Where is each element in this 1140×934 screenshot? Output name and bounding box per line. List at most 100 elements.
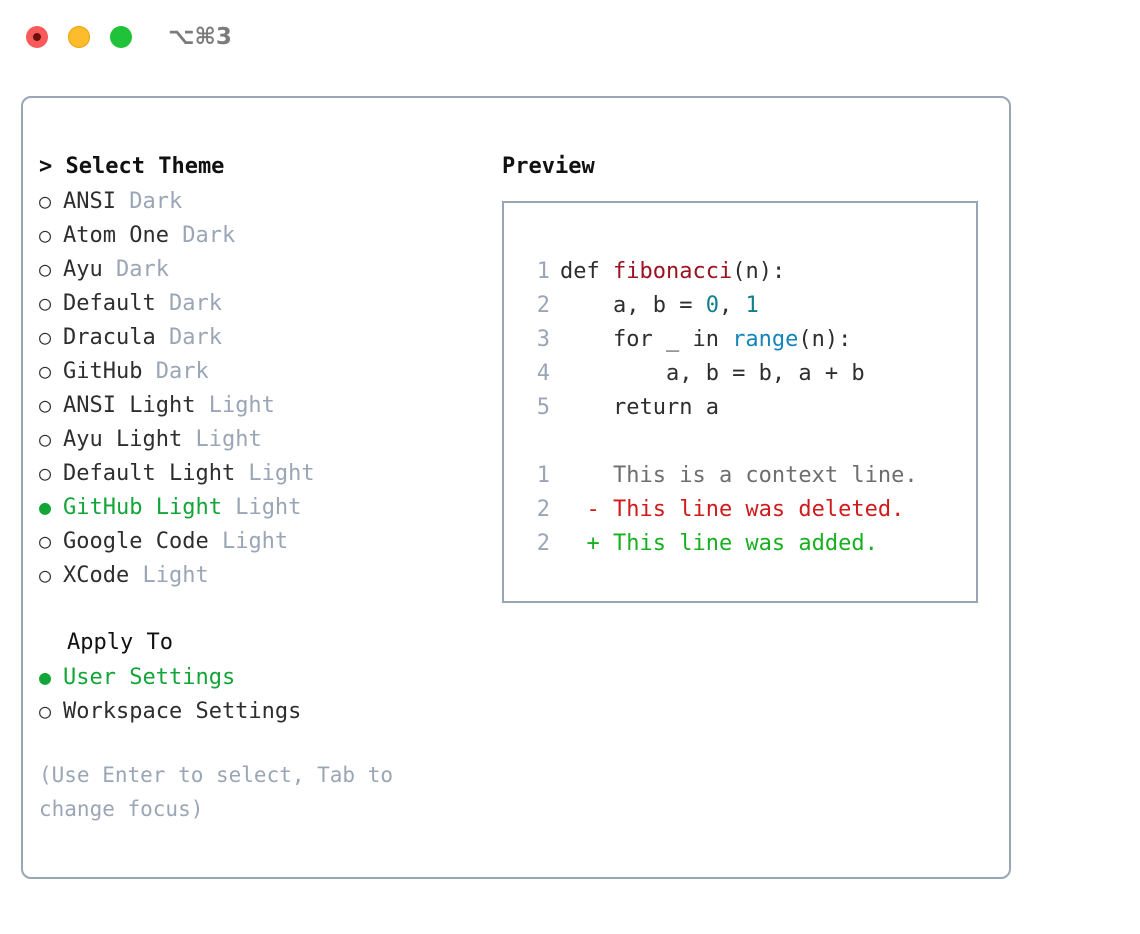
- theme-label: Google Code: [63, 529, 209, 554]
- zoom-button-icon[interactable]: [110, 26, 132, 48]
- apply-to-list[interactable]: ● User Settings ○ Workspace Settings: [39, 660, 479, 728]
- theme-mode-badge: Dark: [102, 257, 169, 282]
- section-spacer: [39, 592, 479, 626]
- radio-unselected-icon: ○: [39, 393, 52, 417]
- line-number: 2: [536, 531, 550, 556]
- diff-line: 1 This is a context line.: [522, 459, 918, 493]
- theme-label: Ayu: [63, 257, 103, 282]
- minimize-button-icon[interactable]: [68, 26, 90, 48]
- token-plain: ,: [718, 293, 746, 318]
- theme-mode-badge: Light: [195, 393, 275, 418]
- code-line-text: def fibonacci(n):: [550, 255, 785, 289]
- theme-item[interactable]: ○XCode Light: [39, 558, 479, 592]
- select-theme-heading: > Select Theme: [39, 154, 225, 179]
- theme-item[interactable]: ○ ANSI Dark: [39, 184, 479, 218]
- token-plain: (n):: [798, 327, 852, 352]
- line-number: 1: [536, 463, 550, 488]
- apply-to-label: User Settings: [63, 665, 236, 690]
- theme-item[interactable]: ○Google Code Light: [39, 524, 479, 558]
- radio-unselected-icon: ○: [39, 325, 52, 349]
- code-line-text: for _ in range(n):: [550, 323, 851, 357]
- code-line-text: a, b = b, a + b: [550, 357, 865, 391]
- radio-selected-icon: ●: [39, 495, 52, 519]
- token-plain: for _ in: [560, 327, 733, 352]
- theme-item[interactable]: ○ Ayu Dark: [39, 252, 479, 286]
- apply-to-heading: Apply To: [67, 630, 173, 655]
- radio-unselected-icon: ○: [39, 257, 52, 281]
- code-line-text: a, b = 0, 1: [550, 289, 759, 323]
- radio-selected-icon: ●: [39, 665, 52, 689]
- theme-label: ANSI: [63, 189, 116, 214]
- theme-label: Ayu Light: [63, 427, 183, 452]
- apply-to-item[interactable]: ○ Workspace Settings: [39, 694, 479, 728]
- token-number: 0: [705, 293, 719, 318]
- theme-label: XCode: [63, 563, 130, 588]
- theme-label: GitHub: [63, 359, 143, 384]
- theme-mode-badge: Light: [221, 495, 302, 520]
- token-plain: (n):: [732, 259, 786, 284]
- theme-item[interactable]: ○ Dracula Dark: [39, 320, 479, 354]
- theme-label: Default Light: [63, 461, 236, 486]
- radio-unselected-icon: ○: [39, 427, 52, 451]
- token-plain: def: [560, 259, 613, 284]
- theme-item[interactable]: ○ Default Light Light: [39, 456, 479, 490]
- theme-mode-badge: Dark: [115, 189, 183, 214]
- code-line: 4 a, b = b, a + b: [522, 357, 918, 391]
- window-title: ⌥⌘3: [168, 24, 232, 50]
- token-plain: a, b =: [560, 293, 706, 318]
- main-panel: > Select Theme ○ANSI Dark○Atom One Dark○…: [21, 96, 1011, 879]
- line-number: 5: [536, 395, 550, 420]
- diff-line-text: + This line was added.: [560, 531, 878, 556]
- theme-label: GitHub Light: [63, 495, 222, 520]
- diff-line-text: This is a context line.: [560, 463, 918, 488]
- close-button-icon[interactable]: [26, 26, 48, 48]
- token-plain: a, b = b, a + b: [560, 361, 865, 386]
- theme-item[interactable]: ○ Ayu Light Light: [39, 422, 479, 456]
- diff-line: 2 - This line was deleted.: [522, 493, 918, 527]
- theme-label: Atom One: [63, 223, 169, 248]
- theme-mode-badge: Light: [235, 461, 315, 486]
- token-plain: return a: [560, 395, 719, 420]
- code-line: 5 return a: [522, 391, 918, 425]
- theme-mode-badge: Dark: [155, 325, 222, 350]
- theme-label: Dracula: [63, 325, 156, 350]
- apply-to-label: Workspace Settings: [63, 699, 302, 724]
- title-bar: ⌥⌘3: [0, 0, 1140, 76]
- theme-item[interactable]: ● GitHub Light Light: [39, 490, 479, 524]
- diff-block: 1 This is a context line.2 - This line w…: [522, 459, 918, 561]
- radio-unselected-icon: ○: [39, 529, 52, 553]
- diff-line: 2 + This line was added.: [522, 527, 918, 561]
- radio-unselected-icon: ○: [39, 291, 52, 315]
- code-line-text: return a: [550, 391, 719, 425]
- theme-list[interactable]: ○ANSI Dark○Atom One Dark○Ayu Dark○Defaul…: [39, 184, 479, 592]
- line-number: 4: [536, 361, 550, 386]
- line-number: 2: [536, 497, 550, 522]
- radio-unselected-icon: ○: [39, 461, 52, 485]
- theme-mode-badge: Light: [182, 427, 262, 452]
- theme-mode-badge: Dark: [155, 291, 222, 316]
- radio-unselected-icon: ○: [39, 223, 52, 247]
- theme-item[interactable]: ○Atom One Dark: [39, 218, 479, 252]
- code-line: 3 for _ in range(n):: [522, 323, 918, 357]
- code-line: 2 a, b = 0, 1: [522, 289, 918, 323]
- theme-item[interactable]: ○Default Dark: [39, 286, 479, 320]
- token-number: 1: [745, 293, 759, 318]
- theme-selector-column: > Select Theme ○ANSI Dark○Atom One Dark○…: [39, 150, 479, 826]
- theme-label: ANSI Light: [63, 393, 196, 418]
- theme-mode-badge: Light: [129, 563, 209, 588]
- keyboard-hint-text: (Use Enter to select, Tab to change focu…: [39, 763, 406, 821]
- line-number: 3: [536, 327, 550, 352]
- apply-to-item[interactable]: ● User Settings: [39, 660, 479, 694]
- theme-item[interactable]: ○ ANSI Light Light: [39, 388, 479, 422]
- radio-unselected-icon: ○: [39, 189, 52, 213]
- token-builtin: range: [732, 327, 799, 352]
- line-number: 1: [536, 259, 550, 284]
- radio-unselected-icon: ○: [39, 699, 52, 723]
- theme-item[interactable]: ○GitHub Dark: [39, 354, 479, 388]
